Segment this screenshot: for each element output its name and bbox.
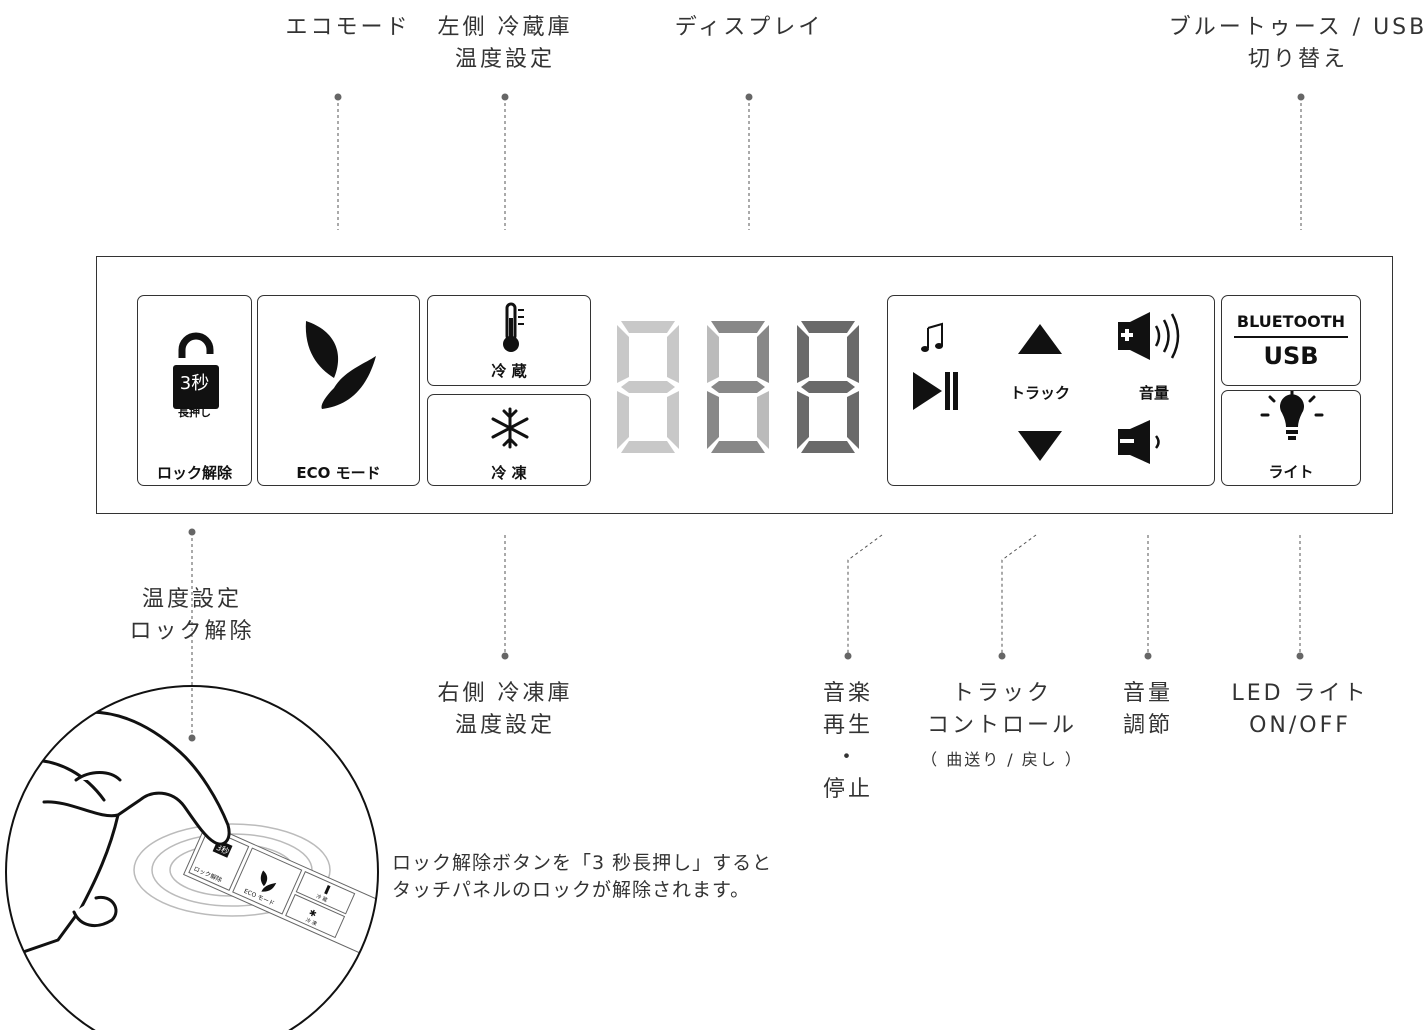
- digit-3: [797, 321, 859, 453]
- track-up-icon: [1018, 324, 1062, 354]
- digit-2: [707, 321, 769, 453]
- freezer-button[interactable]: 冷 凍: [427, 394, 591, 486]
- light-label: ライト: [1268, 463, 1314, 481]
- lock-hold-text: 長押し: [178, 406, 211, 419]
- track-down-icon: [1018, 431, 1062, 461]
- fridge-button[interactable]: 冷 蔵: [427, 295, 591, 386]
- unlock-icon: [173, 332, 219, 409]
- light-button[interactable]: ライト: [1221, 390, 1361, 486]
- lightbulb-icon: [1260, 391, 1324, 440]
- media-icons: [913, 312, 1180, 464]
- play-pause-icon: [913, 372, 958, 410]
- fridge-temp-label: 左側 冷蔵庫温度設定: [437, 15, 573, 72]
- snowflake-icon: [491, 407, 529, 449]
- volume-up-icon: [1118, 312, 1180, 360]
- lock-badge: 3秒: [179, 373, 210, 394]
- seven-segment-display: [617, 321, 859, 453]
- volume-adjust-label: 音量調節: [1122, 681, 1173, 738]
- music-note-icon: [921, 322, 943, 352]
- freezer-temp-label: 右側 冷凍庫温度設定: [437, 681, 573, 738]
- eco-button[interactable]: ECO モード: [257, 295, 420, 486]
- eco-mode-label: エコモード: [285, 15, 411, 40]
- lock-button[interactable]: 3秒 長押し ロック解除: [137, 295, 252, 486]
- usb-label: USB: [1263, 342, 1319, 370]
- divider: [1234, 336, 1348, 338]
- unlock-note: ロック解除ボタンを「3 秒長押し」するとタッチパネルのロックが解除されます。: [392, 852, 773, 901]
- digit-1: [617, 321, 679, 453]
- track-label: トラック: [1009, 384, 1070, 402]
- bluetooth-usb-button[interactable]: BLUETOOTH USB: [1221, 295, 1361, 386]
- volume-down-icon: [1118, 420, 1160, 464]
- volume-label: 音量: [1138, 384, 1169, 402]
- leaf-icon: [305, 321, 376, 409]
- track-control-label: トラックコントロール（ 曲送り / 戻し ）: [921, 681, 1083, 769]
- lock-label: ロック解除: [156, 464, 232, 482]
- display-label: ディスプレイ: [674, 15, 824, 40]
- music-play-stop-label: 音楽再生・停止: [822, 681, 873, 802]
- control-panel: 3秒 長押し ロック解除 ECO モード 冷 蔵: [96, 256, 1393, 514]
- bluetooth-label: BLUETOOTH: [1236, 312, 1346, 331]
- dot: [334, 93, 342, 101]
- eco-label: ECO モード: [296, 464, 381, 482]
- media-control-box: トラック 音量: [887, 295, 1215, 486]
- freezer-label: 冷 凍: [491, 464, 527, 482]
- lock-release-label: 温度設定ロック解除: [129, 587, 255, 644]
- fridge-label: 冷 蔵: [491, 362, 527, 380]
- thermometer-icon: [503, 302, 524, 352]
